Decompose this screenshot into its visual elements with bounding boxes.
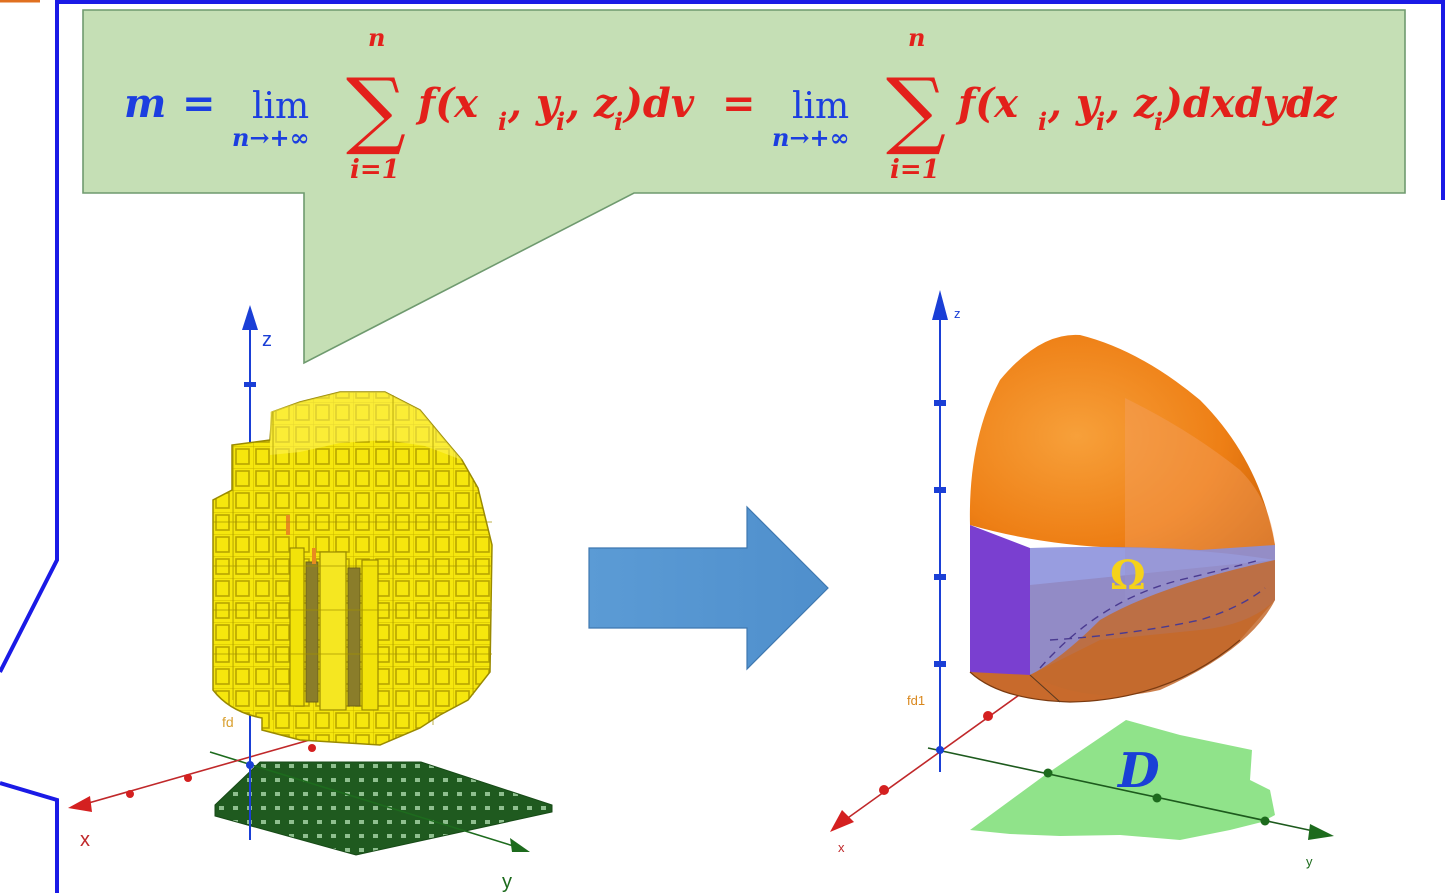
formula-sum-top-1: n bbox=[368, 23, 385, 52]
left-y-arrowhead bbox=[510, 838, 530, 852]
y-tick bbox=[1043, 768, 1053, 778]
z-tick bbox=[244, 382, 256, 387]
formula-lim-2: lim bbox=[792, 86, 849, 127]
formula-lim-1: lim bbox=[252, 86, 309, 127]
formula-limsub-2: n→+∞ bbox=[772, 123, 850, 152]
voxel-solid bbox=[212, 391, 493, 746]
formula-m: m bbox=[124, 80, 166, 127]
formula-eq-1: = bbox=[182, 80, 216, 127]
formula-sub-y-1: i bbox=[556, 107, 565, 136]
mass-formula: m = lim n→+∞ n ∑ i=1 f(x i , y i , z i )… bbox=[124, 23, 1338, 185]
formula-z-2: , z bbox=[1105, 80, 1158, 127]
left-z-label: z bbox=[262, 329, 272, 351]
left-x-arrowhead bbox=[68, 796, 92, 812]
formula-sum-bottom-1: i=1 bbox=[350, 155, 400, 185]
formula-sum-1: ∑ bbox=[346, 60, 406, 158]
formula-dv: )dv bbox=[622, 80, 695, 127]
solid-omega bbox=[969, 334, 1275, 703]
right-plot: z x y fd1 Ω D bbox=[830, 290, 1334, 869]
domain-d-label: D bbox=[1116, 743, 1160, 799]
domain-grid bbox=[214, 761, 553, 856]
y-tick bbox=[1152, 793, 1162, 803]
formula-sum-top-2: n bbox=[908, 23, 925, 52]
formula-dxdydz: )dxdydz bbox=[1162, 80, 1338, 127]
omega-label: Ω bbox=[1110, 552, 1146, 599]
formula-y-2: , y bbox=[1047, 80, 1102, 127]
z-tick bbox=[934, 487, 946, 493]
z-tick bbox=[934, 400, 946, 406]
x-tick bbox=[126, 790, 134, 798]
origin-point bbox=[936, 746, 944, 754]
origin-point bbox=[246, 761, 254, 769]
left-x-label: x bbox=[80, 829, 90, 851]
formula-eq-2: = bbox=[722, 80, 756, 127]
transition-arrow bbox=[588, 505, 829, 671]
formula-sub-z-1: i bbox=[614, 107, 623, 136]
formula-f-1: f(x bbox=[415, 80, 479, 127]
x-tick bbox=[983, 711, 993, 721]
formula-callout bbox=[82, 9, 1406, 365]
fd1-label: fd1 bbox=[907, 693, 925, 708]
right-y-arrowhead bbox=[1308, 824, 1334, 840]
right-z-arrowhead bbox=[932, 290, 948, 320]
formula-sub-x-1: i bbox=[498, 107, 507, 136]
left-hidden-label: fd bbox=[222, 714, 234, 730]
right-z-label: z bbox=[954, 306, 961, 321]
right-x-label: x bbox=[838, 840, 845, 855]
formula-z-1: , z bbox=[565, 80, 618, 127]
y-tick bbox=[1260, 816, 1270, 826]
formula-sum-2: ∑ bbox=[886, 60, 946, 158]
right-y-label: y bbox=[1306, 854, 1313, 869]
formula-limsub-1: n→+∞ bbox=[232, 123, 310, 152]
formula-sub-y-2: i bbox=[1096, 107, 1105, 136]
left-plot: z x y fd bbox=[68, 305, 553, 893]
right-y-axis bbox=[927, 747, 1319, 833]
x-tick bbox=[879, 785, 889, 795]
right-x-arrowhead bbox=[830, 810, 854, 832]
domain-d-region bbox=[970, 720, 1275, 840]
x-tick bbox=[184, 774, 192, 782]
z-tick bbox=[934, 574, 946, 580]
x-tick bbox=[308, 744, 316, 752]
formula-sum-bottom-2: i=1 bbox=[890, 155, 940, 185]
left-y-axis bbox=[209, 751, 521, 849]
formula-sub-z-2: i bbox=[1154, 107, 1163, 136]
left-y-label: y bbox=[502, 871, 512, 893]
formula-f-2: f(x bbox=[955, 80, 1019, 127]
formula-y-1: , y bbox=[507, 80, 562, 127]
z-tick bbox=[934, 661, 946, 667]
formula-sub-x-2: i bbox=[1038, 107, 1047, 136]
left-z-arrowhead bbox=[242, 305, 258, 330]
